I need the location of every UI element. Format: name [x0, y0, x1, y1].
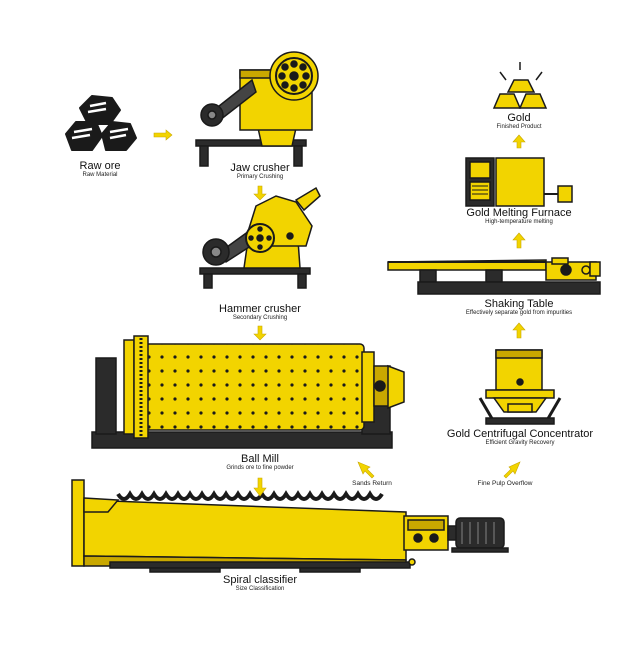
- gold-title: Gold: [507, 112, 531, 124]
- fine-pulp-overflow-label: Fine Pulp Overflow: [477, 480, 533, 487]
- shaking-table-title: Shaking Table: [484, 298, 554, 310]
- ball-mill-title: Ball Mill: [241, 453, 279, 465]
- jaw-crusher-machine: [195, 51, 319, 167]
- hammer-crusher-subtitle: Secondary Crushing: [232, 315, 288, 321]
- spiral-classifier-subtitle: Size Classification: [235, 586, 285, 592]
- sands-return-label: Sands Return: [352, 480, 392, 487]
- jaw-crusher-subtitle: Primary Crushing: [236, 174, 284, 180]
- ball-mill-subtitle: Grinds ore to fine powder: [226, 465, 294, 471]
- gold-subtitle: Finished Product: [496, 124, 542, 130]
- shaking-table-subtitle: Effectively separate gold from impuritie…: [465, 310, 573, 316]
- arrow-furnace-to-gold: [512, 134, 526, 149]
- hammer-crusher-title: Hammer crusher: [219, 303, 301, 315]
- jaw-crusher-title: Jaw crusher: [230, 162, 290, 174]
- arrow-jaw-to-hammer: [253, 185, 267, 201]
- arrow-mill-to-classifier: [253, 477, 267, 497]
- gold-bars-icon: [492, 62, 548, 109]
- melting-furnace-machine: [465, 157, 573, 207]
- raw-ore-title: Raw ore: [79, 160, 121, 172]
- hammer-crusher-machine: [199, 186, 321, 289]
- furnace-title: Gold Melting Furnace: [466, 207, 572, 219]
- arrow-ore-to-jaw: [153, 129, 173, 141]
- centrifugal-subtitle: Efficient Gravity Recovery: [485, 440, 555, 446]
- spiral-classifier-machine: [71, 479, 509, 573]
- arrow-hammer-to-mill: [253, 325, 267, 341]
- furnace-subtitle: High-temperature melting: [485, 219, 553, 225]
- arrow-table-to-furnace: [512, 232, 526, 249]
- raw-ore-subtitle: Raw Material: [82, 172, 118, 178]
- spiral-classifier-title: Spiral classifier: [223, 574, 297, 586]
- centrifugal-concentrator-machine: [478, 349, 562, 425]
- arrow-fine-pulp-overflow: [503, 461, 521, 479]
- ball-mill-machine: [91, 335, 405, 449]
- arrow-sands-return: [357, 461, 375, 479]
- arrow-centrifugal-to-table: [512, 322, 526, 339]
- shaking-table-machine: [387, 257, 601, 295]
- centrifugal-title: Gold Centrifugal Concentrator: [446, 428, 594, 440]
- ore-rocks-icon: [65, 95, 137, 151]
